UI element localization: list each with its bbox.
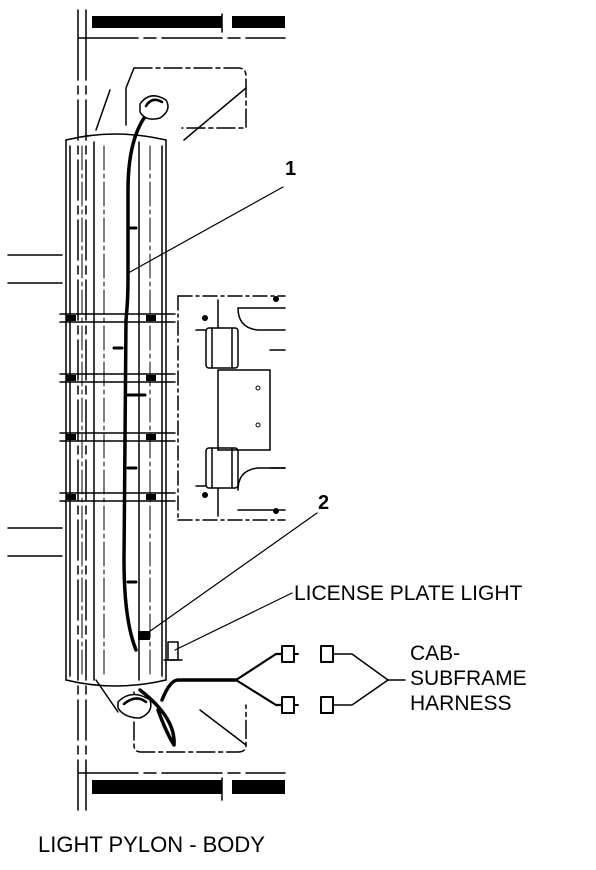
harness-label-line2: SUBFRAME xyxy=(410,667,527,690)
left-side-stubs xyxy=(7,254,63,557)
license-plate-light-label: LICENSE PLATE LIGHT xyxy=(294,582,523,605)
pylon-connector xyxy=(138,631,150,640)
top-bracket xyxy=(95,67,247,141)
wiring-harness xyxy=(122,106,238,747)
top-frame-rail xyxy=(77,9,286,41)
harness-label-line3: HARNESS xyxy=(410,692,512,715)
mounting-plate xyxy=(177,295,286,521)
connector-plugs xyxy=(281,645,334,714)
mounting-bolts xyxy=(202,296,279,514)
license-plate-light xyxy=(163,641,183,661)
harness-branches xyxy=(234,652,284,707)
bottom-grommet xyxy=(117,693,152,719)
plate-holes xyxy=(255,385,261,428)
cab-harness-lines xyxy=(332,653,406,706)
bottom-frame-rail xyxy=(77,769,286,811)
cross-bands xyxy=(59,313,176,502)
pylon-body xyxy=(65,133,167,687)
callout-1: 1 xyxy=(285,158,297,180)
diagram-caption: LIGHT PYLON - BODY xyxy=(38,832,265,857)
top-grommet xyxy=(139,95,169,120)
frame-side-rails xyxy=(77,39,87,771)
leader-lines xyxy=(129,186,318,651)
callout-2: 2 xyxy=(318,492,330,514)
harness-label-line1: CAB- xyxy=(410,642,461,665)
